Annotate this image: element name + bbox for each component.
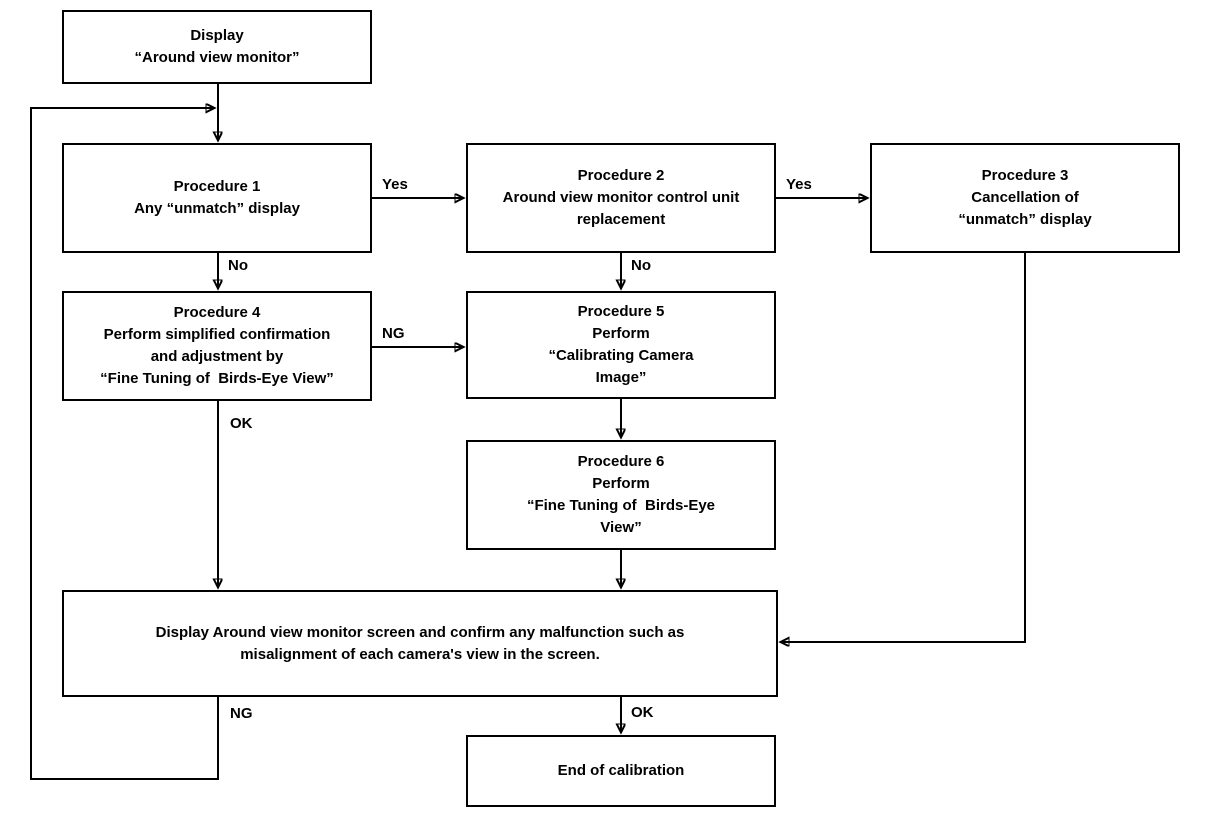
- edge-label-confirm-ok: OK: [631, 704, 654, 721]
- node-procedure-1: Procedure 1 Any “unmatch” display: [62, 143, 372, 253]
- node-end-of-calibration: End of calibration: [466, 735, 776, 807]
- node-confirm-display: Display Around view monitor screen and c…: [62, 590, 778, 697]
- node-procedure-2: Procedure 2 Around view monitor control …: [466, 143, 776, 253]
- node-display-around-view-monitor: Display “Around view monitor”: [62, 10, 372, 84]
- node-procedure-5: Procedure 5 Perform “Calibrating Camera …: [466, 291, 776, 399]
- edge-label-proc4-ng: NG: [382, 325, 405, 342]
- edge-label-proc2-no: No: [631, 257, 651, 274]
- edge-label-proc4-ok: OK: [230, 415, 253, 432]
- node-procedure-3: Procedure 3 Cancellation of “unmatch” di…: [870, 143, 1180, 253]
- edge-label-proc1-no: No: [228, 257, 248, 274]
- node-procedure-4: Procedure 4 Perform simplified confirmat…: [62, 291, 372, 401]
- node-procedure-6: Procedure 6 Perform “Fine Tuning of Bird…: [466, 440, 776, 550]
- edge-proc3-to-confirm: [781, 253, 1026, 642]
- edge-label-proc1-yes: Yes: [382, 176, 408, 193]
- edge-label-confirm-ng: NG: [230, 705, 253, 722]
- edge-label-proc2-yes: Yes: [786, 176, 812, 193]
- edge-confirm-loopback: [30, 108, 219, 780]
